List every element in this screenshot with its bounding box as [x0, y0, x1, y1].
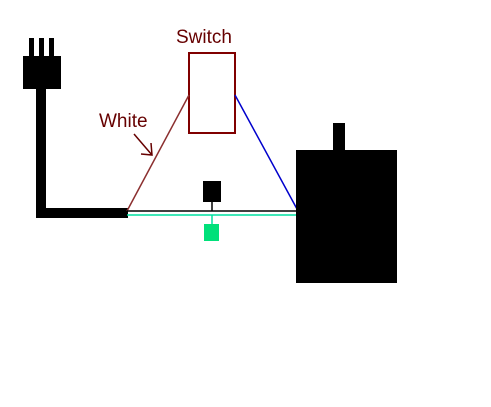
power-cord	[36, 86, 128, 218]
ground-connector	[204, 224, 219, 241]
switch-label: Switch	[176, 27, 232, 48]
white-wire	[126, 94, 190, 212]
switch-box-icon	[188, 52, 236, 134]
white-wire-label: White	[99, 111, 148, 132]
plug-icon	[23, 38, 61, 89]
connector	[203, 181, 221, 241]
motor-icon	[296, 123, 397, 283]
blue-wire	[234, 94, 298, 210]
white-arrow-icon	[133, 133, 153, 156]
